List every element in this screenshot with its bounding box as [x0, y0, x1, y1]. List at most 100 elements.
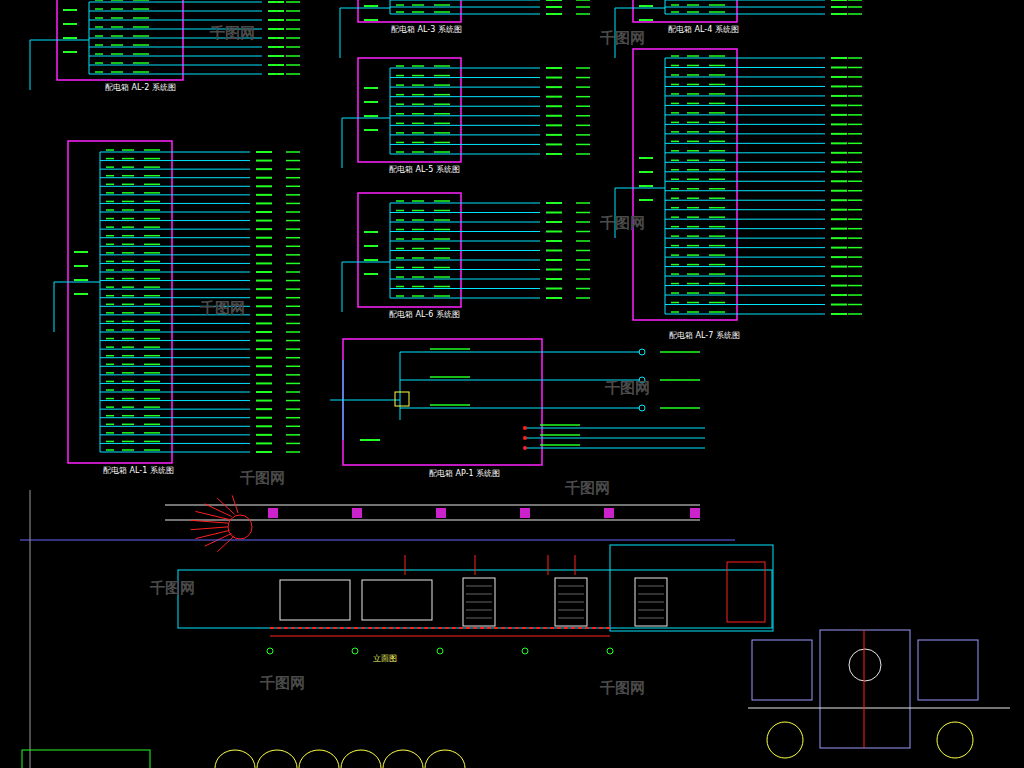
load-mark [256, 288, 272, 290]
breaker-mark [671, 169, 679, 171]
circuit-mark [122, 389, 134, 391]
load-mark [831, 304, 847, 306]
power-mark [576, 125, 590, 127]
load-mark [831, 247, 847, 249]
terminal [639, 405, 645, 411]
circuit-mark [122, 432, 134, 434]
circuit-mark [687, 84, 699, 86]
panel-note-mark [364, 19, 378, 21]
breaker-mark [396, 132, 404, 134]
circuit-mark [412, 295, 424, 297]
circuit-mark [412, 65, 424, 67]
feeder-line [89, 20, 262, 21]
breaker-mark [95, 35, 103, 37]
stair-tread [232, 495, 238, 513]
power-mark [848, 181, 862, 183]
cable-mark [133, 53, 149, 55]
wall-line [165, 520, 700, 521]
cable-mark [144, 364, 160, 366]
incoming-feeder [54, 282, 100, 283]
signal-line [525, 448, 705, 449]
feeder-line [100, 177, 250, 178]
load-mark [546, 143, 562, 145]
power-mark [286, 314, 300, 316]
circuit-mark [122, 209, 134, 211]
circuit-mark [687, 273, 699, 275]
power-mark [286, 417, 300, 419]
signal-line [525, 428, 705, 429]
power-mark [286, 280, 300, 282]
circuit-mark [687, 131, 699, 133]
breaker-mark [106, 209, 114, 211]
power-mark [848, 114, 862, 116]
breaker-mark [106, 149, 114, 151]
breaker-mark [106, 252, 114, 254]
circuit-mark [111, 35, 123, 37]
breaker-mark [106, 381, 114, 383]
circuit-mark [412, 123, 424, 125]
column [520, 508, 530, 518]
circuit-mark [430, 376, 470, 378]
load-mark [831, 190, 847, 192]
load-mark [256, 280, 272, 282]
window [280, 580, 350, 620]
load-mark [660, 379, 700, 381]
cable-mark [434, 248, 450, 250]
circuit-mark [687, 311, 699, 313]
power-mark [286, 323, 300, 325]
circuit-mark [111, 53, 123, 55]
wall-line [748, 708, 1010, 709]
cable-mark [434, 123, 450, 125]
feeder-line [100, 383, 250, 384]
feeder-line [100, 357, 250, 358]
breaker-mark [106, 184, 114, 186]
load-mark [831, 209, 847, 211]
cable-mark [133, 35, 149, 37]
cable-mark [144, 321, 160, 323]
cable-mark [709, 55, 725, 57]
cable-mark [709, 141, 725, 143]
feeder-line [100, 272, 250, 273]
circuit-mark [412, 84, 424, 86]
breaker-mark [106, 295, 114, 297]
breaker-mark [396, 238, 404, 240]
load-mark [831, 218, 847, 220]
power-mark [286, 177, 300, 179]
power-mark [576, 0, 590, 1]
door [555, 578, 587, 626]
breaker-mark [106, 201, 114, 203]
breaker-mark [671, 207, 679, 209]
feeder-line [100, 229, 250, 230]
power-mark [848, 190, 862, 192]
leader-line [405, 555, 406, 575]
drawing-caption: 配电箱 AL-5 系统图 [388, 166, 461, 175]
breaker-mark [95, 71, 103, 73]
circuit-mark [111, 26, 123, 28]
load-mark [256, 262, 272, 264]
cable-mark [144, 244, 160, 246]
incoming-feeder [342, 262, 343, 312]
power-mark [286, 340, 300, 342]
panel-note-mark [639, 157, 653, 159]
power-mark [848, 171, 862, 173]
watermark: 千图网 [600, 30, 645, 47]
cable-mark [144, 389, 160, 391]
cable-mark [144, 398, 160, 400]
power-mark [576, 115, 590, 117]
cable-mark [133, 26, 149, 28]
power-mark [286, 331, 300, 333]
load-mark [546, 6, 562, 8]
breaker-mark [396, 200, 404, 202]
breaker-mark [671, 179, 679, 181]
power-mark [576, 259, 590, 261]
power-mark [286, 73, 300, 75]
feeder-line [89, 65, 262, 66]
incoming-feeder [342, 118, 343, 168]
circuit-mark [412, 210, 424, 212]
power-mark [848, 294, 862, 296]
circuit-mark [687, 55, 699, 57]
load-mark [546, 0, 562, 1]
door [463, 578, 495, 626]
cable-mark [709, 93, 725, 95]
circuit-mark [111, 62, 123, 64]
